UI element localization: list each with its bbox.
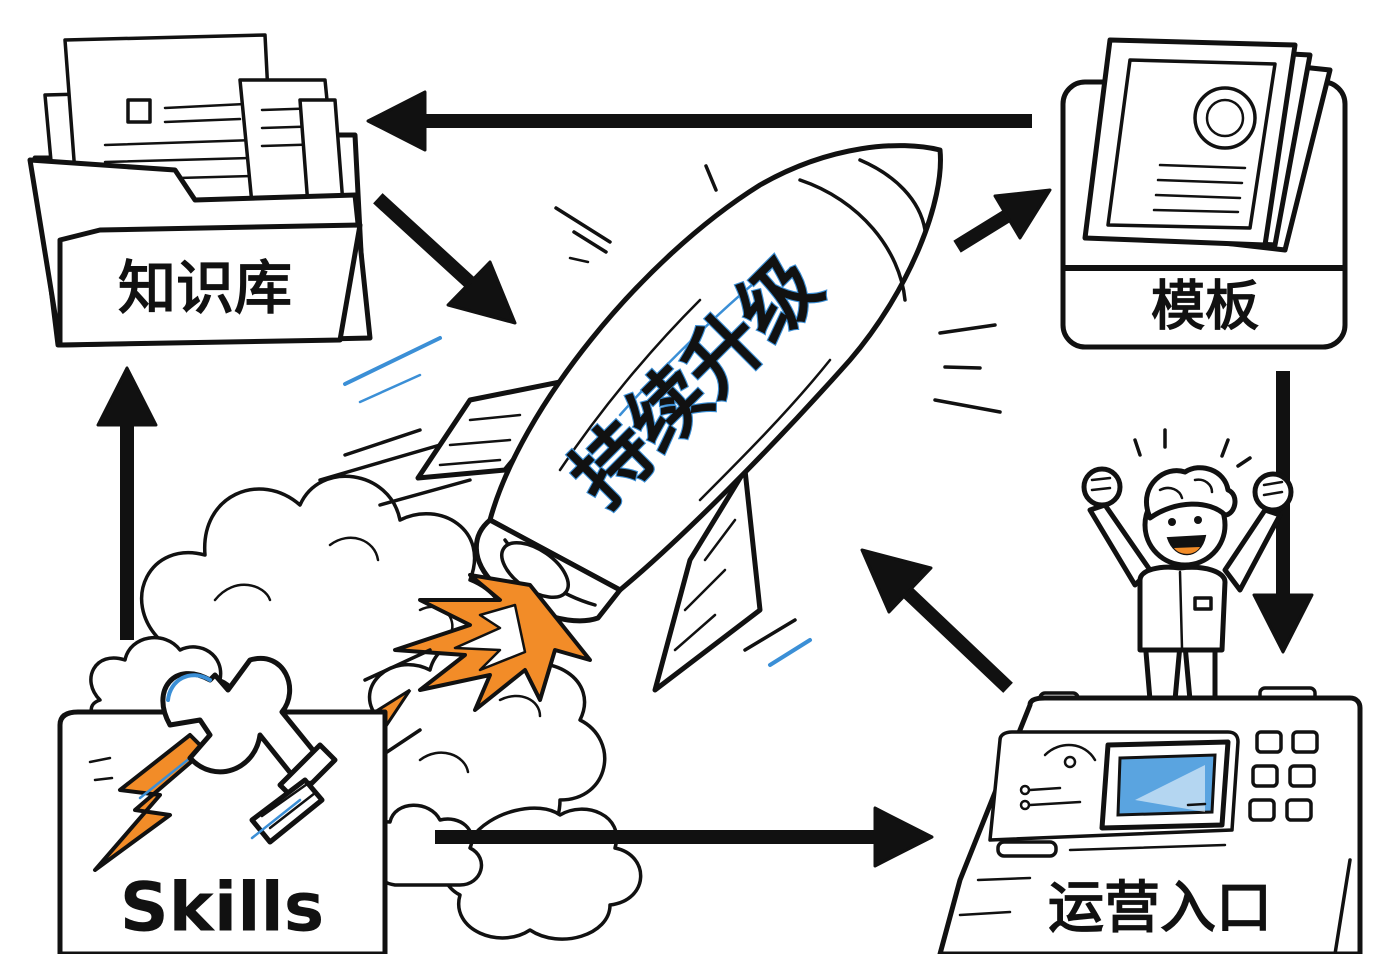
knowledge-base-label: 知识库 <box>118 254 292 322</box>
node-skills: Skills <box>57 655 388 954</box>
rocket-icon: 持续升级 <box>328 143 943 792</box>
templates-label: 模板 <box>1151 275 1259 338</box>
operations-entry-label: 运营入口 <box>1048 876 1272 941</box>
node-operations-entry: 运营入口 <box>937 428 1363 954</box>
arrow-templates-to-knowledge <box>366 90 1032 152</box>
arrow-skills-to-operations <box>435 806 934 868</box>
node-knowledge-base: 知识库 <box>27 33 373 348</box>
cards-icon <box>1082 37 1333 253</box>
motion-lines <box>318 164 1002 667</box>
arrow-skills-to-knowledge <box>96 366 158 640</box>
arrow-operations-to-rocket <box>860 548 1013 693</box>
arrow-knowledge-to-rocket <box>373 193 517 325</box>
folder-icon: 知识库 <box>27 33 373 348</box>
wrench-icon <box>88 655 338 872</box>
control-console-icon <box>937 686 1363 954</box>
node-templates: 模板 <box>1060 37 1348 350</box>
arrow-rocket-to-templates <box>953 188 1052 253</box>
skills-label: Skills <box>120 869 325 948</box>
cheering-person-icon <box>1081 428 1294 703</box>
